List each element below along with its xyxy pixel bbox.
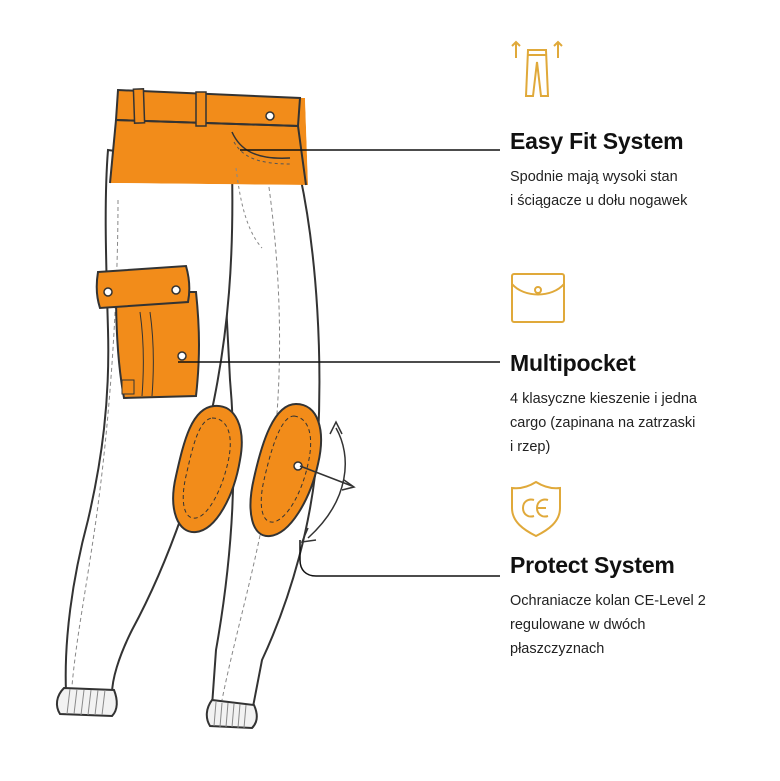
feature-title: Protect System <box>510 552 675 578</box>
knee-pad-back <box>249 402 322 538</box>
feature-title: Multipocket <box>510 350 636 376</box>
pocket-icon <box>511 273 565 323</box>
cargo-pocket-flap <box>95 264 191 310</box>
feature-description: Ochraniacze kolan CE-Level 2 regulowane … <box>510 593 706 657</box>
feature-title: Easy Fit System <box>510 128 684 154</box>
trousers-arrows-icon <box>511 40 563 97</box>
knee-pad-front <box>172 404 243 534</box>
feature-protect: Protect System Ochraniacze kolan CE-Leve… <box>510 478 770 661</box>
ce-shield-icon <box>511 480 561 538</box>
feature-description: 4 klasyczne kieszenie i jedna cargo (zap… <box>510 391 697 455</box>
feature-easy-fit: Easy Fit System Spodnie mają wysoki stan… <box>510 40 770 213</box>
feature-description: Spodnie mają wysoki stan i ściągacze u d… <box>510 169 688 209</box>
feature-multipocket: Multipocket 4 klasyczne kieszenie i jedn… <box>510 270 770 459</box>
cargo-pocket <box>114 291 200 400</box>
waist-button <box>265 111 275 121</box>
front-cuff <box>55 686 118 718</box>
